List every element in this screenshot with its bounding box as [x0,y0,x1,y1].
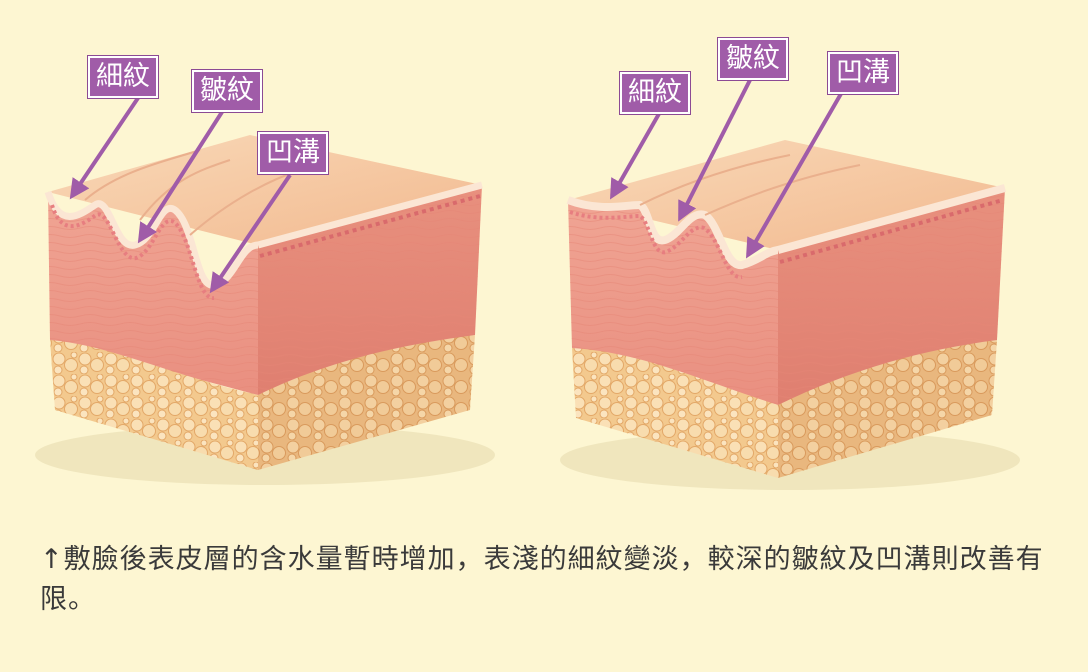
left-label-fine-lines: 細紋 [88,56,158,98]
skin-diagrams [35,79,1020,490]
left-skin-block [35,135,495,485]
right-skin-block [560,140,1020,490]
caption-text: ↑敷臉後表皮層的含水量暫時增加，表淺的細紋變淡，較深的皺紋及凹溝則改善有限。 [40,544,1044,615]
left-label-grooves: 凹溝 [258,132,328,174]
arrows [69,79,844,294]
left-label-wrinkles: 皺紋 [192,70,262,112]
right-label-wrinkles: 皺紋 [718,38,788,80]
right-label-fine-lines: 細紋 [620,72,690,114]
right-label-grooves: 凹溝 [828,52,898,94]
